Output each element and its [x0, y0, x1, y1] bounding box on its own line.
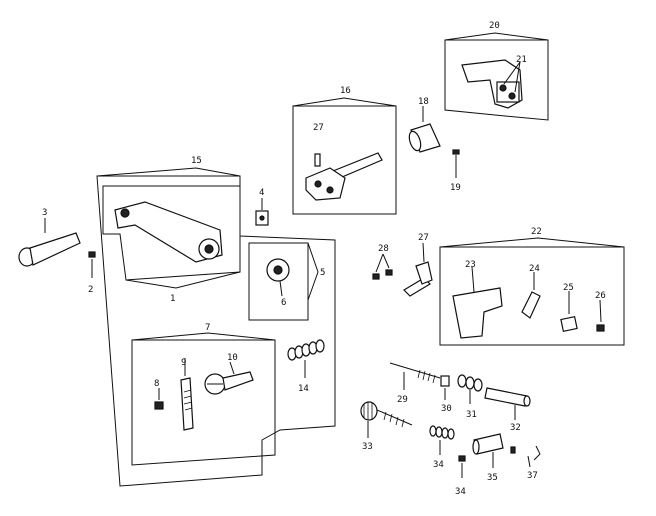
- label-9: 9: [181, 358, 186, 368]
- part-34-spring: [429, 425, 455, 455]
- label-26: 26: [595, 291, 606, 301]
- label-8: 8: [154, 379, 159, 389]
- part-9-link: [180, 358, 194, 431]
- label-19: 19: [450, 183, 461, 193]
- label-28a: 28: [378, 244, 389, 254]
- label-6: 6: [281, 298, 286, 308]
- label-3: 3: [42, 208, 47, 218]
- label-14: 14: [298, 384, 309, 394]
- label-27b: 27: [418, 233, 429, 243]
- part-3-pin: [18, 218, 81, 267]
- label-7: 7: [205, 323, 210, 333]
- part-2-screw: [88, 251, 96, 278]
- part-33-thumbscrew: [360, 401, 413, 438]
- label-16: 16: [340, 86, 351, 96]
- part-4-block: [255, 198, 269, 226]
- label-30: 30: [441, 404, 452, 414]
- part-31-rings: [457, 374, 483, 404]
- label-22: 22: [531, 227, 542, 237]
- label-34b: 34: [455, 487, 466, 497]
- part-32-rod: [484, 387, 531, 420]
- label-4: 4: [259, 188, 264, 198]
- label-31: 31: [466, 410, 477, 420]
- group-20: [444, 32, 549, 121]
- label-15: 15: [191, 156, 202, 166]
- label-20: 20: [489, 21, 500, 31]
- label-1: 1: [170, 294, 175, 304]
- part-19-screw: [452, 149, 460, 178]
- part-29-screw: [389, 362, 441, 390]
- part-18-bushing: [408, 106, 441, 153]
- part-35-sleeve: [472, 433, 504, 468]
- part-37-clip: [510, 445, 541, 468]
- label-21: 21: [516, 55, 527, 65]
- label-5: 5: [320, 268, 325, 278]
- group-15: [96, 167, 336, 487]
- label-25: 25: [563, 283, 574, 293]
- part-8-screw: [154, 388, 164, 410]
- part-14-spring: [287, 339, 325, 378]
- label-18: 18: [418, 97, 429, 107]
- label-23: 23: [465, 260, 476, 270]
- part-10-pin: [204, 361, 254, 395]
- label-35: 35: [487, 473, 498, 483]
- group-22: [439, 237, 625, 346]
- label-29: 29: [397, 395, 408, 405]
- label-24: 24: [529, 264, 540, 274]
- label-10: 10: [227, 353, 238, 363]
- label-2: 2: [88, 285, 93, 295]
- label-27a: 27: [313, 123, 324, 133]
- label-33: 33: [362, 442, 373, 452]
- label-37: 37: [527, 471, 538, 481]
- group-5: [248, 242, 319, 321]
- label-32: 32: [510, 423, 521, 433]
- part-27-lever: [403, 242, 433, 297]
- part-30-nut: [440, 375, 450, 400]
- label-34a: 34: [433, 460, 444, 470]
- group-16: [292, 97, 397, 215]
- part-34-small-screw: [458, 455, 466, 478]
- part-28-screws: [372, 253, 393, 280]
